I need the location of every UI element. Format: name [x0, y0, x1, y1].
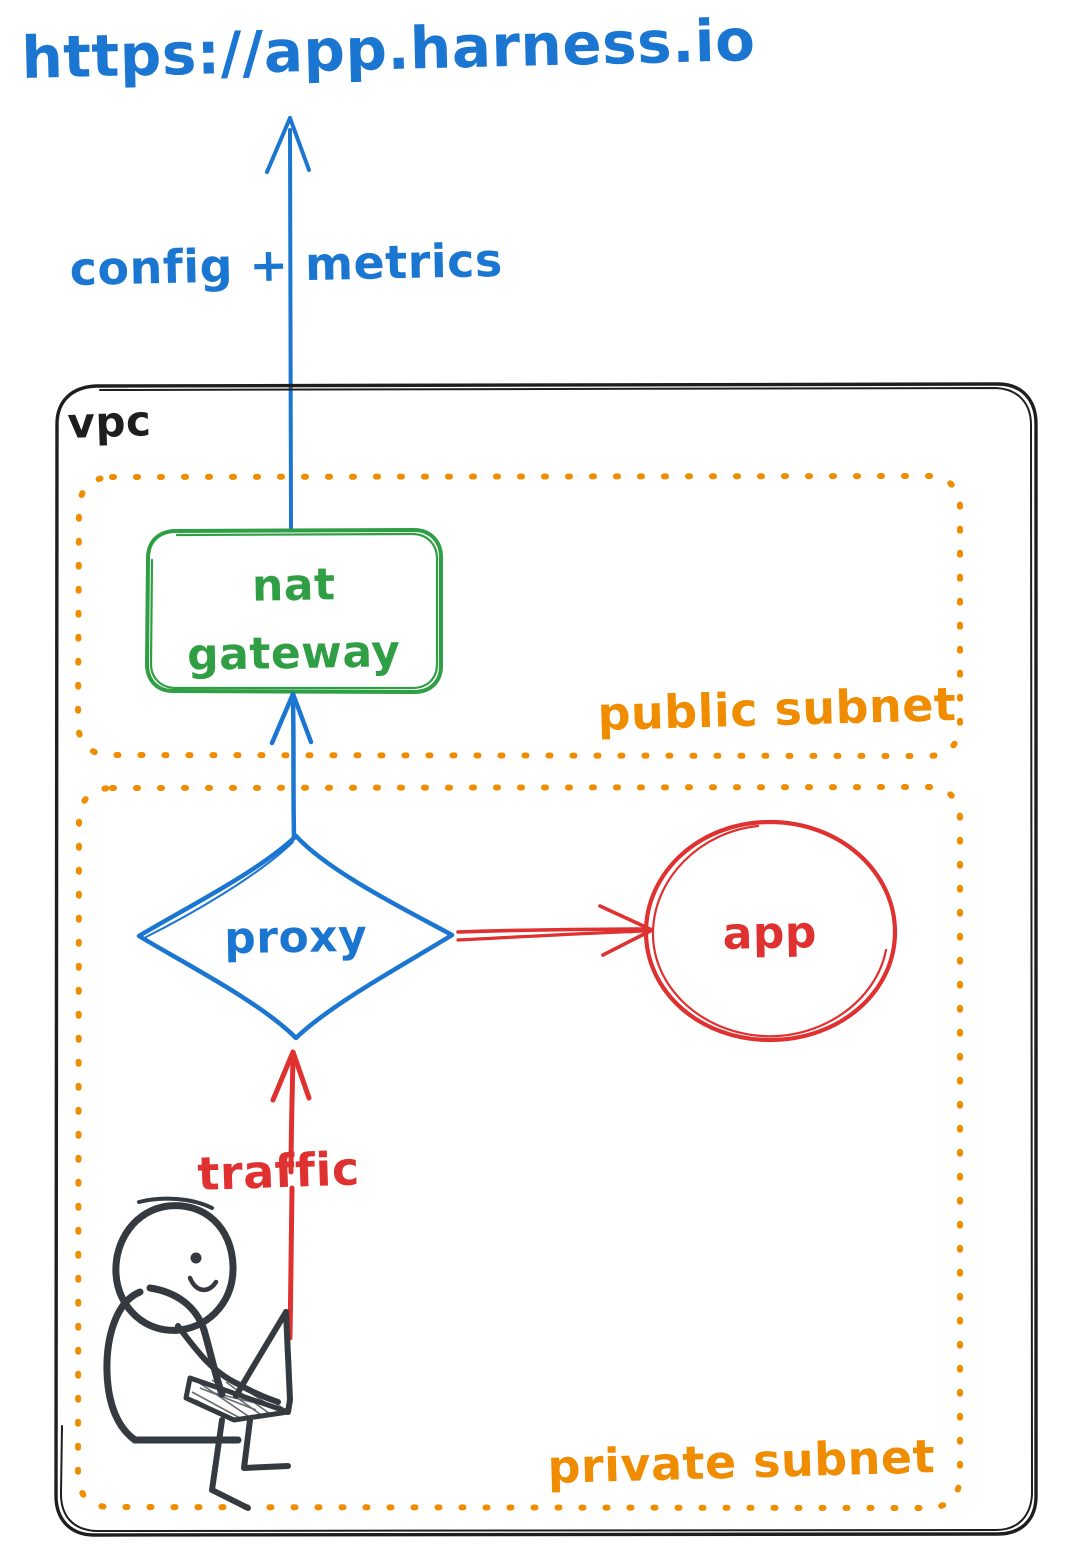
user-person-icon: [103, 1196, 293, 1511]
private-subnet-container: private subnet: [75, 784, 963, 1511]
edge-user-to-proxy-arrowhead-right: [290, 1049, 312, 1101]
vpc-border-outer: [54, 382, 1038, 1537]
edge-nat-to-internet: config + metrics: [69, 116, 503, 530]
node-app[interactable]: app: [643, 819, 898, 1043]
nat-gateway-label-line2: gateway: [187, 626, 401, 681]
laptop-screen-right: [283, 1309, 293, 1415]
vpc-container: vpc: [54, 382, 1038, 1537]
edge-proxy-to-app-arrowhead-top: [598, 904, 654, 932]
person-head: [112, 1202, 237, 1334]
person-back: [103, 1288, 144, 1444]
public-subnet-label: public subnet: [597, 677, 957, 741]
person-leg-back: [209, 1417, 251, 1511]
edge-label-traffic: traffic: [196, 1141, 360, 1201]
node-proxy[interactable]: proxy: [136, 833, 455, 1041]
edge-nat-to-internet-arrowhead-left: [265, 116, 292, 174]
person-smile: [187, 1275, 219, 1292]
node-nat-gateway[interactable]: nat gateway: [145, 528, 443, 694]
edge-nat-to-internet-arrowhead-right: [288, 116, 311, 172]
edge-user-to-proxy: traffic: [196, 1049, 361, 1341]
edge-nat-to-internet-line: [288, 128, 293, 530]
proxy-label: proxy: [224, 911, 368, 964]
edge-proxy-to-nat: [269, 691, 314, 839]
vpc-label: vpc: [67, 396, 153, 448]
edge-proxy-to-app-line-top: [456, 927, 648, 934]
nat-gateway-label-line1: nat: [252, 559, 336, 611]
private-subnet-label: private subnet: [547, 1429, 936, 1494]
edge-proxy-to-nat-arrowhead-left: [269, 691, 296, 746]
vpc-border-inner: [60, 387, 1033, 1532]
person-hair: [137, 1196, 214, 1210]
edge-proxy-to-nat-arrowhead-right: [290, 691, 314, 745]
edge-proxy-to-app-line-bottom: [456, 929, 648, 942]
person-eye: [190, 1252, 202, 1264]
laptop-keyboard-hatch: [191, 1379, 287, 1419]
edge-user-to-proxy-arrowhead-left: [270, 1049, 296, 1103]
app-ellipse-outer: [643, 819, 898, 1043]
edge-label-config-metrics: config + metrics: [69, 233, 503, 296]
public-subnet-container: public subnet: [75, 473, 963, 759]
proxy-diamond-inner: [145, 841, 294, 938]
app-ellipse-inner: [651, 824, 888, 1038]
nat-gateway-box-inner: [149, 532, 439, 690]
public-subnet-border: [75, 473, 963, 759]
app-label: app: [722, 907, 817, 960]
person-torso-front: [146, 1284, 226, 1398]
proxy-diamond-outer: [136, 833, 455, 1041]
nat-gateway-box-outer: [145, 528, 443, 694]
person-leg-front: [241, 1417, 291, 1471]
laptop-base: [183, 1375, 291, 1423]
edge-user-to-proxy-line: [287, 1055, 296, 1341]
laptop-screen-left: [233, 1309, 289, 1399]
external-url-label: https://app.harness.io: [21, 6, 756, 92]
edge-proxy-to-nat-line: [290, 699, 297, 839]
edge-proxy-to-app: [456, 904, 654, 957]
edge-proxy-to-app-arrowhead-bottom: [601, 928, 654, 957]
